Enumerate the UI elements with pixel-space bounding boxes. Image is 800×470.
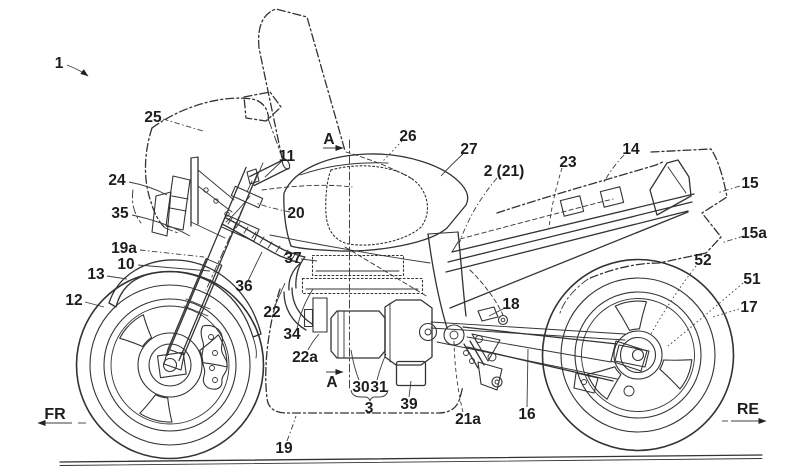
ref-label-36: 36 <box>235 278 253 295</box>
ref-label-23: 23 <box>559 154 577 171</box>
ref-label-1: 1 <box>55 55 64 72</box>
ref-label-16: 16 <box>518 406 536 423</box>
frame-and-seat-rail <box>269 186 695 329</box>
handlebar-and-instrument-cluster <box>151 156 291 242</box>
leader-35 <box>131 214 191 237</box>
leader-31 <box>376 353 387 381</box>
ref-label-27: 27 <box>460 141 477 158</box>
leader-14 <box>602 154 625 185</box>
ref-label-10: 10 <box>117 256 134 273</box>
leader-52 <box>650 265 697 335</box>
ref-label-19a: 19a <box>111 240 137 257</box>
leader-25 <box>162 118 204 132</box>
fuel-tank <box>283 153 469 252</box>
leader-12 <box>84 301 105 308</box>
leader-36 <box>247 251 263 282</box>
ref-label-51: 51 <box>743 271 761 288</box>
ref-label-3: 3 <box>365 400 374 417</box>
brace-3 <box>350 389 389 402</box>
ref-label-39: 39 <box>400 396 418 413</box>
leader-24 <box>128 181 168 196</box>
ref-label-35: 35 <box>111 205 129 222</box>
ref-label-37: 37 <box>284 250 301 267</box>
leader-22 <box>274 282 286 307</box>
ref-label-24: 24 <box>108 172 126 189</box>
intake-duct <box>283 287 313 331</box>
wiring-harness <box>221 195 306 291</box>
leader-lines <box>66 64 745 442</box>
section-line-a <box>323 139 350 392</box>
leader-19a <box>139 249 205 258</box>
leader-34 <box>296 288 314 330</box>
leader-15 <box>716 185 741 194</box>
rear-direction-label: RE <box>737 401 760 418</box>
ref-label-25: 25 <box>144 109 162 126</box>
ref-label-12: 12 <box>65 292 82 309</box>
leader-21a <box>453 340 464 413</box>
leader-23 <box>548 167 563 229</box>
ref-label-15a: 15a <box>741 225 767 242</box>
ref-label-18: 18 <box>502 296 520 313</box>
front-fork <box>163 162 264 371</box>
leader-51 <box>667 282 744 347</box>
ref-label-14: 14 <box>622 141 640 158</box>
ref-label-19: 19 <box>275 440 293 457</box>
leader-17 <box>712 308 740 318</box>
front-direction-label: FR <box>44 406 66 423</box>
motor-unit <box>301 254 433 387</box>
ref-label-2-21: 2 (21) <box>484 163 525 180</box>
ref-label-30: 30 <box>352 379 369 396</box>
front-fender <box>108 259 262 359</box>
front-wheel <box>75 270 265 460</box>
leader-39 <box>408 380 412 398</box>
ref-label-31: 31 <box>370 379 388 396</box>
leader-2-21 <box>457 177 498 248</box>
ref-label-13: 13 <box>87 266 105 283</box>
swingarm-and-chain <box>430 321 648 394</box>
leader-30 <box>350 349 360 381</box>
leader-1 <box>66 64 89 77</box>
ref-label-22a: 22a <box>292 349 318 366</box>
leader-16 <box>526 348 529 408</box>
fairing-outline <box>131 8 728 414</box>
leader-27 <box>440 153 464 177</box>
leader-26 <box>382 140 403 162</box>
leader-19 <box>286 415 297 442</box>
leader-22a <box>307 333 320 351</box>
section-marker-a-top: A <box>323 131 334 148</box>
leader-20 <box>255 202 291 213</box>
leader-15a <box>720 235 745 244</box>
leader-18 <box>488 307 506 317</box>
ref-label-21a: 21a <box>455 411 481 428</box>
rear-wheel <box>541 258 735 452</box>
ref-label-20: 20 <box>287 205 304 222</box>
leader-37 <box>300 258 318 262</box>
section-marker-a-bottom: A <box>326 374 337 391</box>
direction-indicator-rear: RE <box>722 401 767 424</box>
ref-label-17: 17 <box>740 299 757 316</box>
tail-section <box>649 159 692 216</box>
ref-label-26: 26 <box>399 128 417 145</box>
ground-line <box>59 454 763 466</box>
ref-label-34: 34 <box>283 326 301 343</box>
ref-label-22: 22 <box>263 304 280 321</box>
leader-13 <box>106 275 128 280</box>
ref-label-15: 15 <box>741 175 759 192</box>
direction-indicator-front: FR <box>37 406 86 426</box>
leader-10 <box>137 264 211 272</box>
ref-label-52: 52 <box>694 252 711 269</box>
ref-label-11: 11 <box>279 148 296 165</box>
rear-suspension-linkage <box>418 306 509 391</box>
airbox-outline <box>261 151 504 316</box>
leader-11 <box>264 159 284 178</box>
